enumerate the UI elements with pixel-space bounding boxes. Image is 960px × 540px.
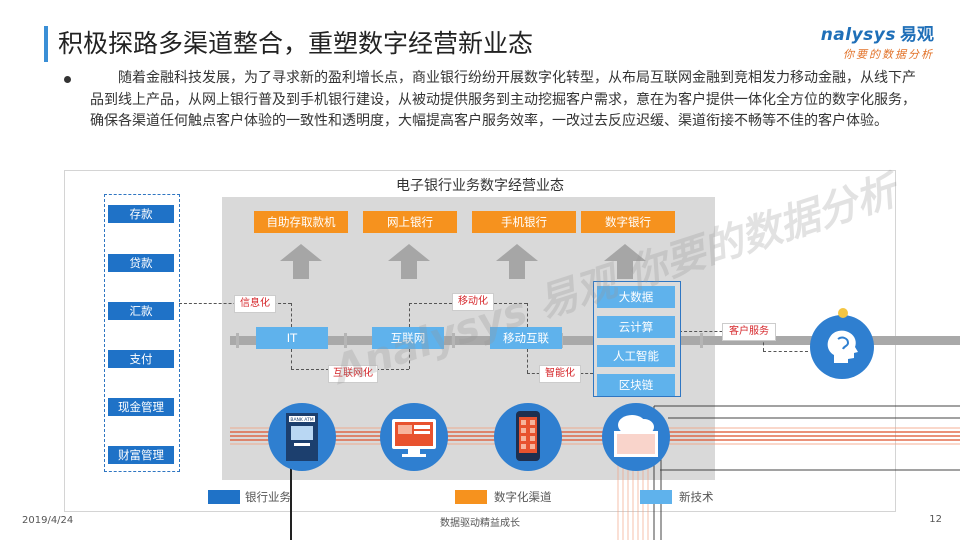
title-accent-bar [44, 26, 48, 62]
legend-label-bank: 银行业务 [245, 490, 291, 504]
timeline-tick [700, 333, 703, 348]
label-internetization: 互联网化 [328, 365, 378, 383]
tech-blockchain: 区块链 [597, 374, 675, 396]
up-arrow-icon [604, 244, 646, 261]
connector-line [409, 303, 410, 327]
up-arrow-icon [496, 244, 538, 261]
stage-mobile-internet: 移动互联 [490, 327, 562, 349]
page-number: 12 [929, 514, 942, 525]
channel-mobile-banking: 手机银行 [472, 211, 576, 233]
bullet-dot [64, 76, 71, 83]
cloud-laptop-icon [602, 403, 670, 471]
intro-paragraph: 随着金融科技发展，为了寻求新的盈利增长点，商业银行纷纷开展数字化转型，从布局互联… [90, 70, 916, 129]
channel-online-banking: 网上银行 [363, 211, 457, 233]
logo-slogan: 你要的数据分析 [843, 48, 934, 61]
timeline-tick [236, 333, 239, 348]
atm-sign-text: BANK ATM [290, 417, 313, 423]
up-arrow-icon [388, 244, 430, 261]
connector-line [763, 351, 808, 352]
legend-label-tech: 新技术 [679, 490, 714, 504]
bank-service-payment: 支付 [108, 350, 174, 368]
label-customer-service: 客户服务 [722, 323, 776, 341]
channel-digital-bank: 数字银行 [581, 211, 675, 233]
up-arrow-stem [617, 261, 633, 279]
label-informatization: 信息化 [234, 295, 276, 313]
legend-swatch-tech [640, 490, 672, 504]
bank-service-wealth-management: 财富管理 [108, 446, 174, 464]
stage-it: IT [256, 327, 328, 349]
up-arrow-stem [401, 261, 417, 279]
connector-line [527, 303, 528, 327]
label-mobilization: 移动化 [452, 293, 494, 311]
legend-label-channel: 数字化渠道 [494, 490, 552, 504]
lightbulb-icon [838, 308, 848, 318]
page-title: 积极探路多渠道整合，重塑数字经营新业态 [58, 29, 534, 58]
logo-brand-cn: 易观 [900, 25, 934, 45]
connector-line [291, 349, 292, 369]
bank-service-remittance: 汇款 [108, 302, 174, 320]
label-intelligentization: 智能化 [539, 365, 581, 383]
channel-atm: 自助存取款机 [254, 211, 348, 233]
mobile-phone-icon [494, 403, 562, 471]
up-arrow-stem [509, 261, 525, 279]
logo-brand-text: nalysys [820, 25, 896, 45]
connector-line [763, 331, 764, 351]
tech-big-data: 大数据 [597, 286, 675, 308]
tech-ai: 人工智能 [597, 345, 675, 367]
footer-date: 2019/4/24 [22, 515, 74, 526]
bank-service-cash-management: 现金管理 [108, 398, 174, 416]
bank-service-deposit: 存款 [108, 205, 174, 223]
legend-swatch-bank [208, 490, 240, 504]
up-arrow-icon [280, 244, 322, 261]
stage-internet: 互联网 [372, 327, 444, 349]
bank-services-column [104, 194, 180, 472]
connector-line [291, 303, 292, 327]
customer-head-icon [810, 315, 874, 379]
up-arrow-stem [293, 261, 309, 279]
diagram-title: 电子银行业务数字经营业态 [396, 178, 564, 194]
timeline-tick [452, 333, 455, 348]
monitor-icon [380, 403, 448, 471]
connector-line [409, 349, 410, 369]
connector-line [679, 331, 763, 332]
atm-icon: BANK ATM [268, 403, 336, 471]
legend-swatch-channel [455, 490, 487, 504]
bank-service-loan: 贷款 [108, 254, 174, 272]
footer-slogan: 数据驱动精益成长 [440, 518, 520, 529]
connector-line [527, 349, 528, 373]
timeline-tick [344, 333, 347, 348]
tech-cloud-computing: 云计算 [597, 316, 675, 338]
